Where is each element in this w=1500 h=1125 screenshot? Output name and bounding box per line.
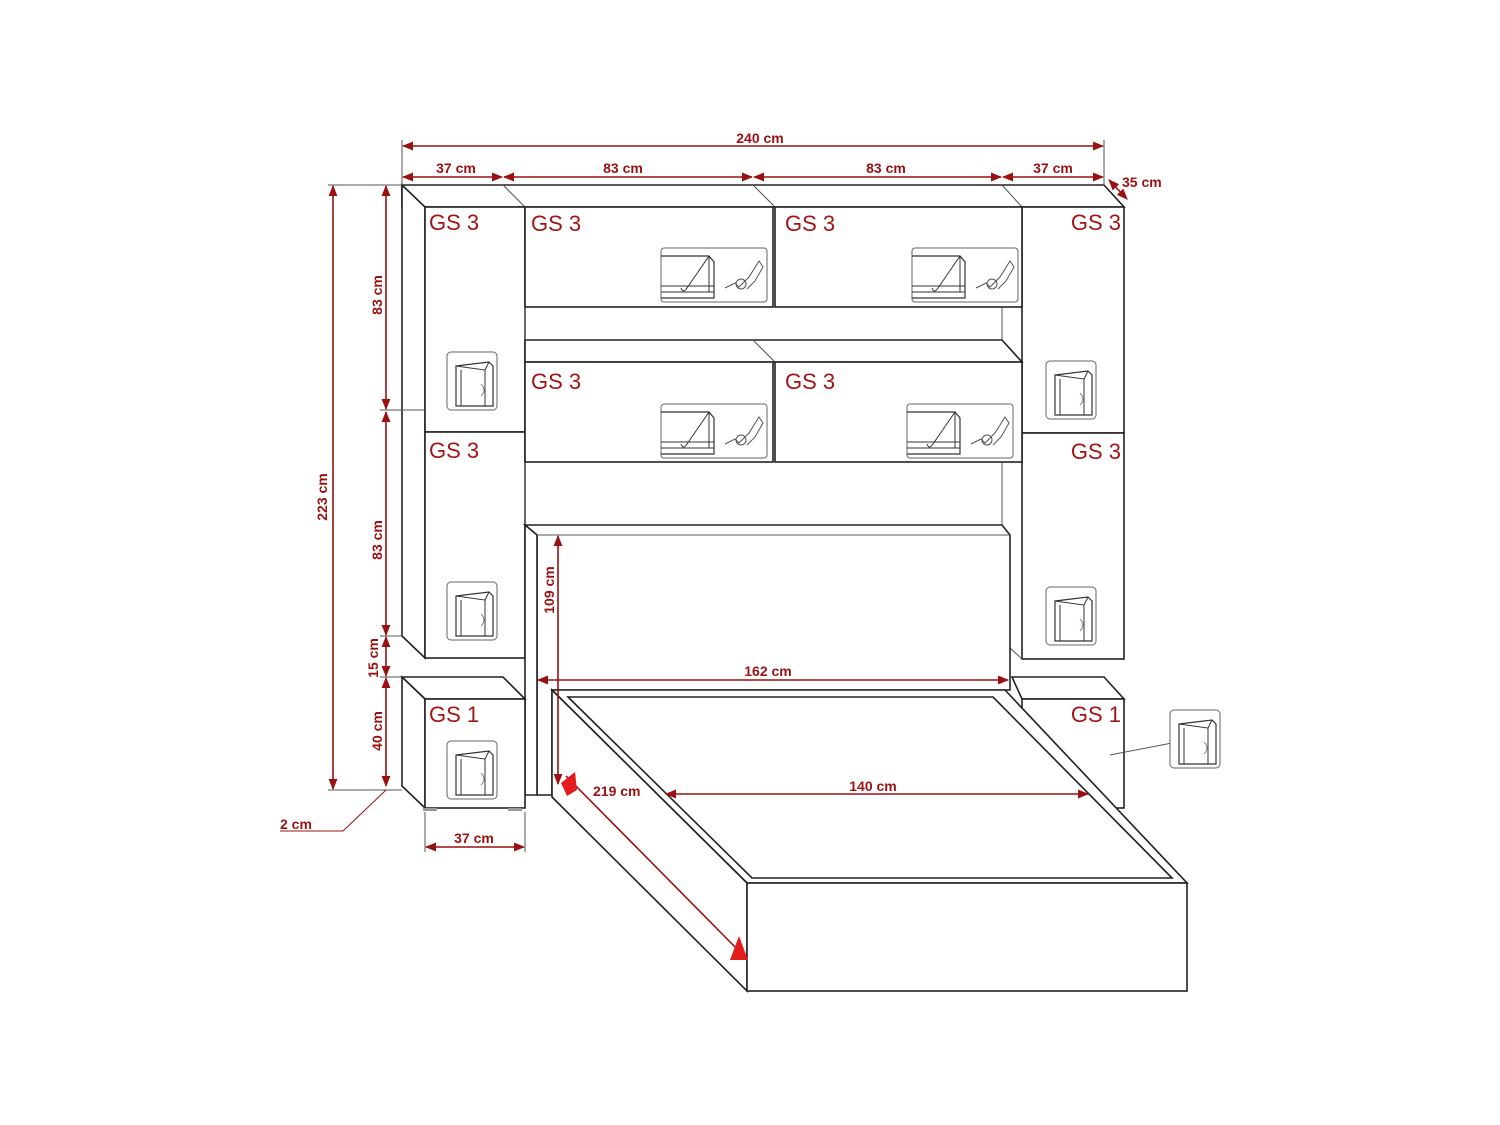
- door-hinge-icon: [446, 740, 498, 800]
- dim-height-gap: 15 cm: [365, 638, 381, 678]
- unit-label: GS 1: [429, 702, 479, 727]
- dim-feet: 2 cm: [280, 816, 312, 832]
- key-icon: [911, 247, 1019, 303]
- door-hinge-icon: [1169, 709, 1221, 769]
- door-hinge-icon: [1045, 586, 1097, 646]
- unit-label: GS 3: [429, 210, 479, 235]
- dim-width-right: 37 cm: [1033, 160, 1073, 176]
- dim-nightstand-width: 37 cm: [454, 830, 494, 846]
- arrow-start-icon: [561, 772, 577, 796]
- arrow-end-icon: [730, 936, 748, 960]
- dim-total-width: 240 cm: [736, 130, 783, 146]
- unit-label: GS 3: [429, 438, 479, 463]
- bed-frame: [550, 688, 1189, 993]
- unit-label: GS 3: [531, 211, 581, 236]
- unit-label: GS 3: [785, 369, 835, 394]
- dim-height-upper: 83 cm: [369, 275, 385, 315]
- dim-headboard-height: 109 cm: [541, 566, 557, 613]
- unit-label: GS 3: [1071, 210, 1121, 235]
- nightstand-left: GS 1: [400, 675, 527, 811]
- dim-mattress-width: 140 cm: [849, 778, 896, 794]
- dim-height-nightstand: 40 cm: [369, 711, 385, 751]
- key-icon: [660, 247, 768, 303]
- mattress: [566, 696, 1174, 879]
- dim-width-mid2: 83 cm: [866, 160, 906, 176]
- door-hinge-icon: [446, 351, 498, 411]
- wall-unit: GS 3 GS 3 GS 3 GS 3 GS 3 GS 3 GS 3 GS 3: [401, 183, 1126, 660]
- unit-label: GS 3: [1071, 439, 1121, 464]
- dim-height-lower: 83 cm: [369, 520, 385, 560]
- dim-width-mid1: 83 cm: [603, 160, 643, 176]
- dim-depth: 35 cm: [1122, 174, 1162, 190]
- left-column-side: [401, 183, 426, 660]
- dimensions: 240 cm 37 cm 83 cm 83 cm 37 cm 35 cm 223…: [280, 130, 1162, 960]
- dim-width-left: 37 cm: [436, 160, 476, 176]
- key-icon: [660, 403, 768, 459]
- door-hinge-icon: [1045, 360, 1097, 420]
- unit-label: GS 3: [785, 211, 835, 236]
- key-icon: [906, 403, 1014, 459]
- wall-unit-top: [401, 184, 1126, 208]
- dim-bed-width: 162 cm: [744, 663, 791, 679]
- unit-label: GS 1: [1071, 702, 1121, 727]
- door-hinge-icon: [446, 581, 498, 641]
- unit-label: GS 3: [531, 369, 581, 394]
- dim-bed-length: 219 cm: [593, 783, 640, 799]
- headboard: [522, 523, 1011, 796]
- dim-total-height: 223 cm: [314, 473, 330, 520]
